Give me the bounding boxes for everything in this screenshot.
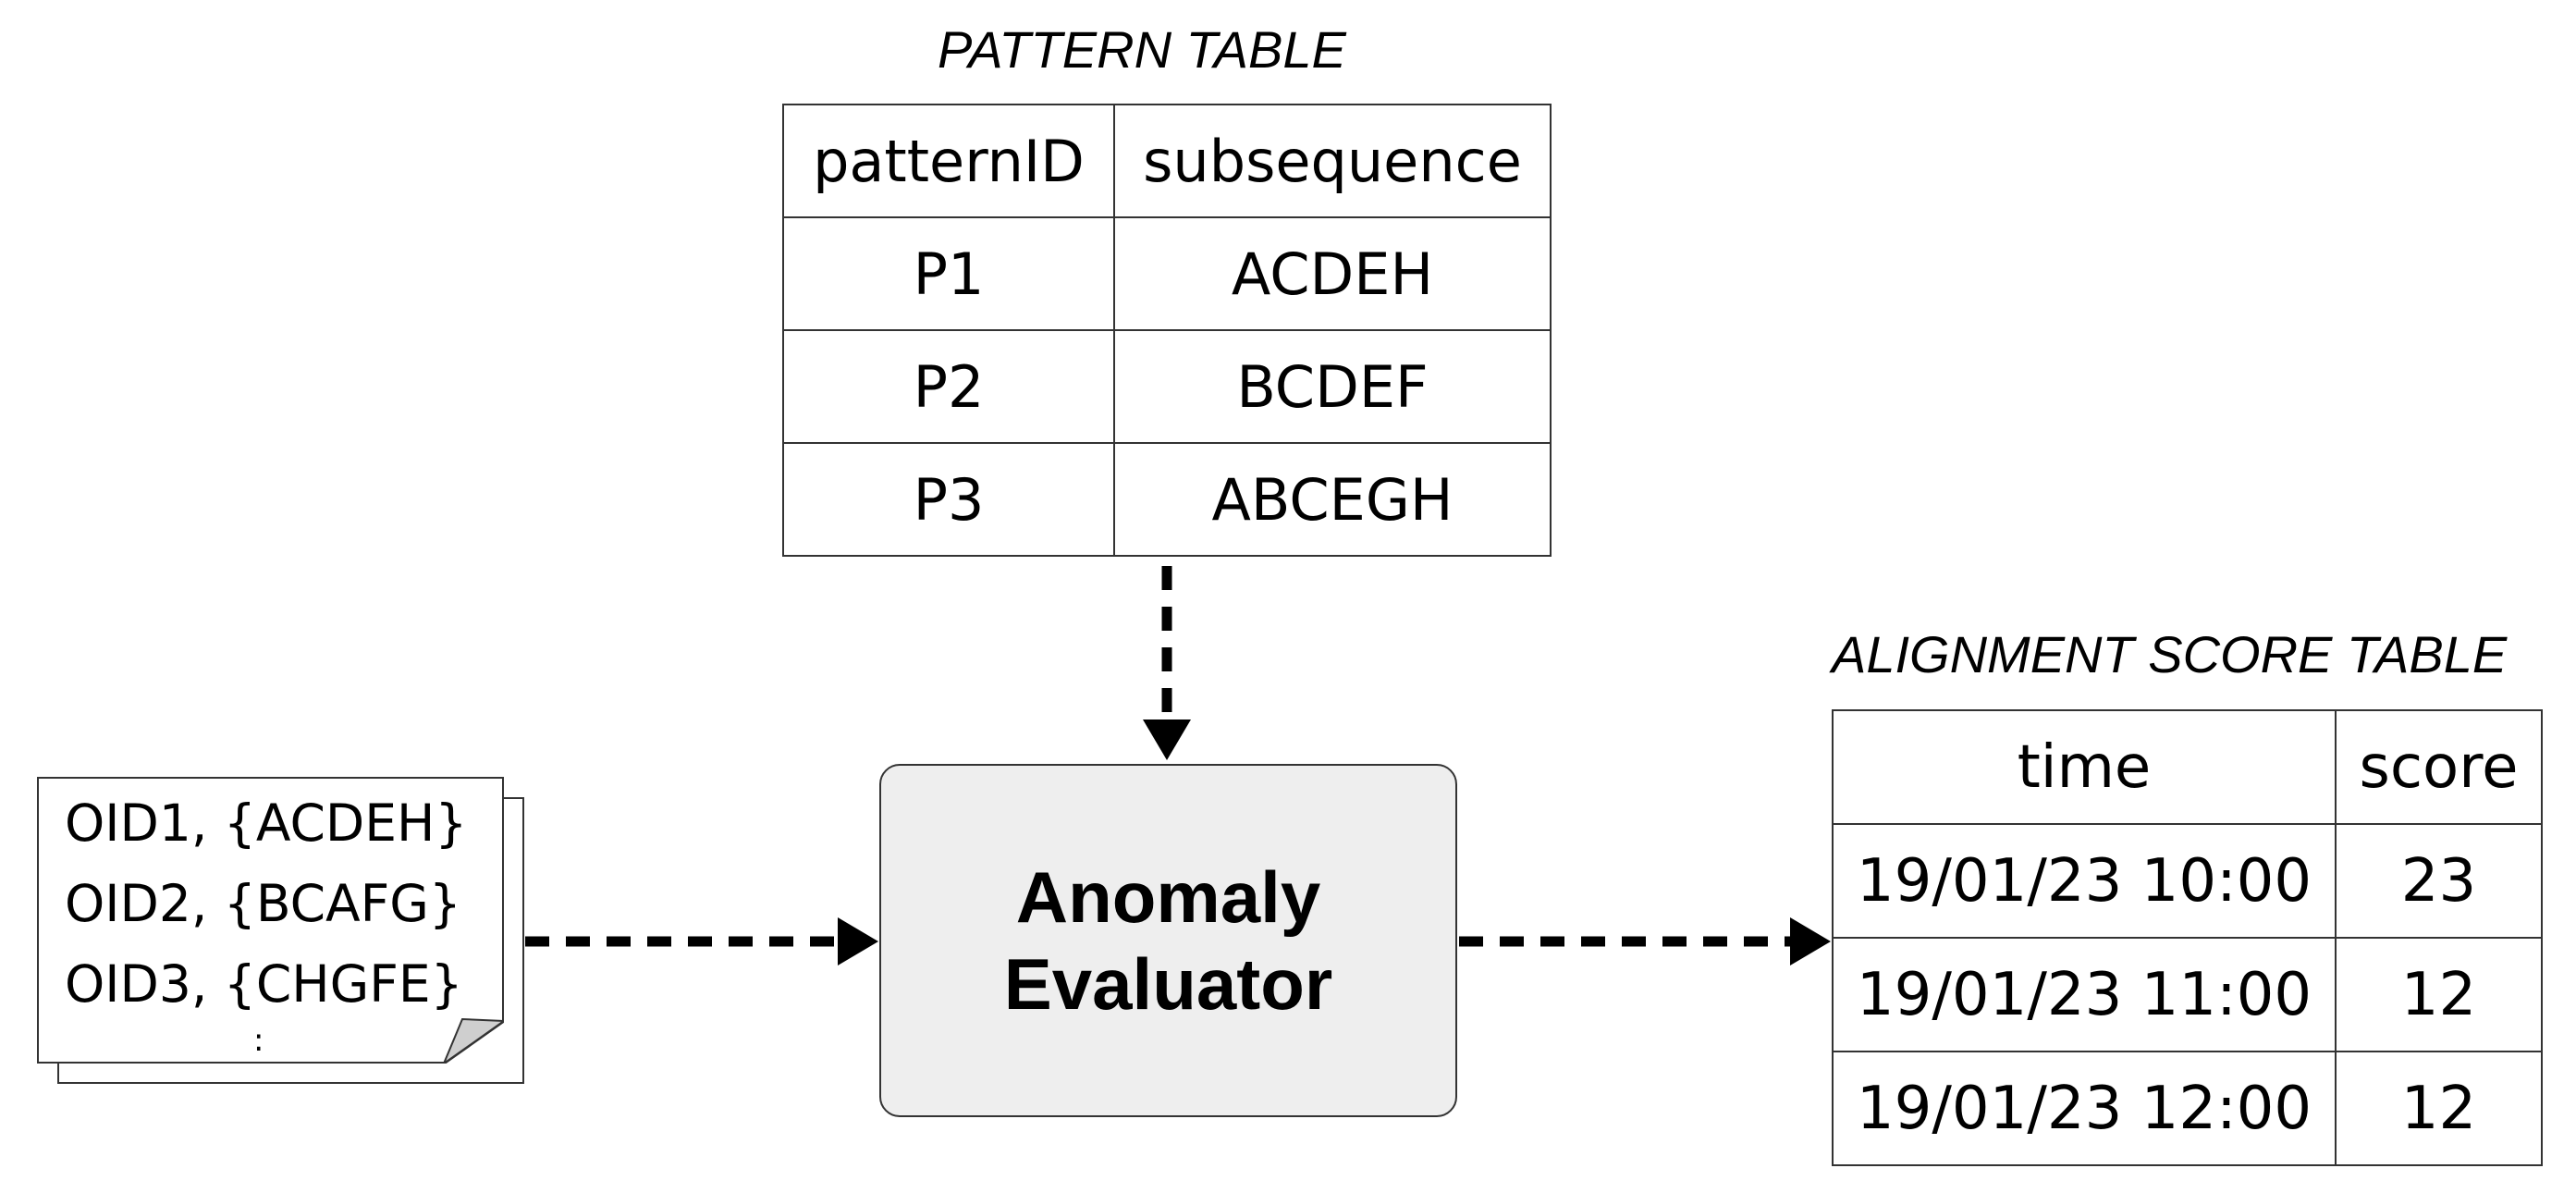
arrowhead-down-icon xyxy=(1143,719,1191,760)
document-line: OID2, {BCAFG} xyxy=(65,874,461,933)
document-line: OID3, {CHGFE} xyxy=(65,954,463,1014)
table-row: 19/01/23 12:00 12 xyxy=(1832,1051,2543,1166)
evaluator-label-line2: Evaluator xyxy=(1003,943,1333,1025)
pattern-id-cell: P3 xyxy=(782,442,1115,557)
alignment-score-table: time score 19/01/23 10:00 23 19/01/23 11… xyxy=(1832,709,2543,1166)
score-cell: 12 xyxy=(2335,1051,2543,1166)
table-row: P3 ABCEGH xyxy=(782,442,1552,557)
pattern-id-cell: P2 xyxy=(782,329,1115,444)
pattern-id-cell: P1 xyxy=(782,216,1115,331)
pattern-table-caption: PATTERN TABLE xyxy=(938,20,1346,79)
alignment-table-caption: ALIGNMENT SCORE TABLE xyxy=(1832,625,2508,683)
score-cell: 12 xyxy=(2335,937,2543,1052)
table-row: P1 ACDEH xyxy=(782,216,1552,331)
column-header-subsequence: subsequence xyxy=(1113,104,1552,218)
table-row: P2 BCDEF xyxy=(782,329,1552,444)
table-row: 19/01/23 11:00 12 xyxy=(1832,937,2543,1052)
column-header-pattern-id: patternID xyxy=(782,104,1115,218)
subsequence-cell: ACDEH xyxy=(1113,216,1552,331)
table-header-row: time score xyxy=(1832,709,2543,825)
anomaly-evaluator-box: Anomaly Evaluator xyxy=(879,764,1457,1117)
arrowhead-right-icon xyxy=(838,917,878,965)
evaluator-label-line1: Anomaly xyxy=(1015,856,1321,938)
document-line: OID1, {ACDEH} xyxy=(65,793,468,853)
document-continuation-mark: : xyxy=(253,1022,264,1059)
table-row: 19/01/23 10:00 23 xyxy=(1832,823,2543,939)
arrowhead-right-icon xyxy=(1790,917,1831,965)
time-cell: 19/01/23 12:00 xyxy=(1832,1051,2337,1166)
time-cell: 19/01/23 10:00 xyxy=(1832,823,2337,939)
subsequence-cell: ABCEGH xyxy=(1113,442,1552,557)
column-header-score: score xyxy=(2335,709,2543,825)
pattern-table: patternID subsequence P1 ACDEH P2 BCDEF … xyxy=(782,104,1552,557)
time-cell: 19/01/23 11:00 xyxy=(1832,937,2337,1052)
score-cell: 23 xyxy=(2335,823,2543,939)
document-content: OID1, {ACDEH} OID2, {BCAFG} OID3, {CHGFE… xyxy=(65,783,467,1025)
column-header-time: time xyxy=(1832,709,2337,825)
table-header-row: patternID subsequence xyxy=(782,104,1552,218)
subsequence-cell: BCDEF xyxy=(1113,329,1552,444)
